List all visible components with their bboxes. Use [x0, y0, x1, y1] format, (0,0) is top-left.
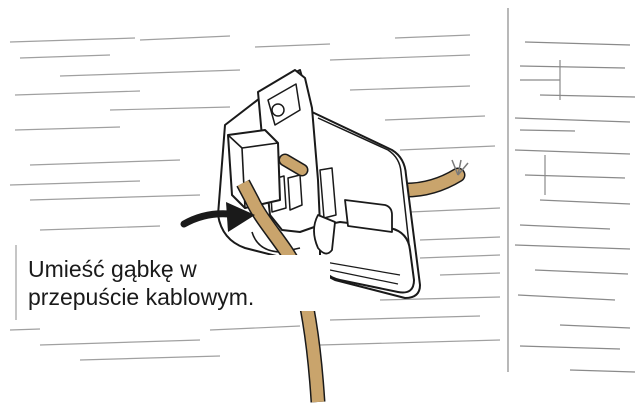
wall-corner [508, 8, 635, 372]
instruction-caption: Umieść gąbkę w przepuście kablowym. [26, 255, 330, 311]
cable-stub [285, 160, 302, 170]
caption-line-1: Umieść gąbkę w [28, 255, 328, 283]
caption-line-2: przepuście kablowym. [28, 283, 328, 311]
